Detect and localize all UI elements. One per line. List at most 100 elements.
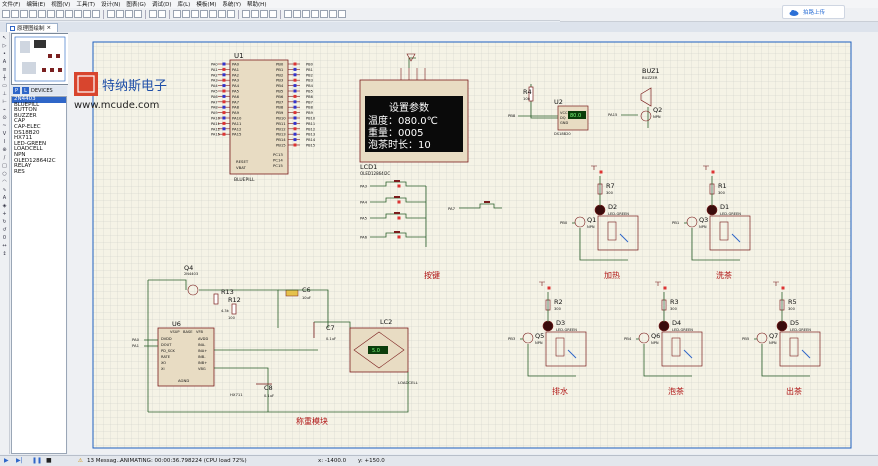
push-button[interactable] bbox=[394, 212, 400, 214]
redo-icon[interactable] bbox=[158, 10, 166, 18]
menu-item-1[interactable]: 编辑(E) bbox=[26, 2, 46, 8]
device-item[interactable]: OLED12864I2C bbox=[14, 157, 56, 164]
search-icon[interactable] bbox=[293, 10, 301, 18]
undo-icon[interactable] bbox=[149, 10, 157, 18]
generator-icon[interactable]: ~ bbox=[2, 122, 7, 129]
area-icon[interactable] bbox=[56, 10, 64, 18]
select-icon[interactable]: ↖ bbox=[2, 34, 7, 41]
device-item[interactable]: CAP-ELEC bbox=[14, 123, 41, 130]
relay-box[interactable] bbox=[779, 331, 821, 367]
led[interactable] bbox=[658, 320, 670, 332]
line-icon[interactable]: / bbox=[3, 154, 6, 161]
device-item[interactable]: BUTTON bbox=[14, 107, 37, 114]
zoom-area-icon[interactable] bbox=[134, 10, 142, 18]
pick-icon[interactable] bbox=[242, 10, 250, 18]
relay-transistor[interactable] bbox=[522, 332, 534, 344]
pin-icon[interactable]: ⊢ bbox=[2, 98, 7, 105]
menu-item-3[interactable]: 工具(T) bbox=[76, 2, 95, 8]
stop-icon[interactable]: ■ bbox=[46, 457, 52, 464]
zoom-out-icon[interactable] bbox=[116, 10, 124, 18]
symbol-icon[interactable]: ◈ bbox=[2, 202, 7, 209]
library-button[interactable]: L bbox=[22, 87, 29, 94]
import-icon[interactable] bbox=[29, 10, 37, 18]
new-icon[interactable] bbox=[2, 10, 10, 18]
copy-icon[interactable] bbox=[182, 10, 190, 18]
block-copy-icon[interactable] bbox=[200, 10, 208, 18]
device-item[interactable]: CAP bbox=[14, 118, 25, 125]
push-button[interactable] bbox=[394, 180, 400, 182]
play-icon[interactable]: ▶ bbox=[4, 457, 9, 464]
device-item[interactable]: HX711 bbox=[14, 135, 33, 142]
open-icon[interactable] bbox=[11, 10, 19, 18]
print-icon[interactable] bbox=[47, 10, 55, 18]
hx711-body[interactable] bbox=[157, 327, 215, 387]
rotate-cw-icon[interactable]: ↻ bbox=[2, 218, 7, 225]
q4-transistor[interactable] bbox=[187, 284, 199, 296]
step-icon[interactable]: ▶| bbox=[16, 457, 23, 464]
relay-transistor[interactable] bbox=[638, 332, 650, 344]
tape-icon[interactable]: ⊙ bbox=[2, 114, 7, 121]
save-icon[interactable] bbox=[20, 10, 28, 18]
block-rotate-icon[interactable] bbox=[218, 10, 226, 18]
angle-icon[interactable]: 0 bbox=[2, 234, 7, 241]
overview-window[interactable] bbox=[11, 33, 69, 85]
property-icon[interactable] bbox=[302, 10, 310, 18]
mirror-x-icon[interactable]: ↔ bbox=[2, 242, 7, 249]
relay-box[interactable] bbox=[597, 215, 639, 251]
text-icon[interactable]: ≡ bbox=[2, 66, 7, 73]
push-button[interactable] bbox=[394, 231, 400, 233]
push-button[interactable] bbox=[394, 196, 400, 198]
c6-capacitor[interactable] bbox=[285, 289, 299, 297]
menu-item-6[interactable]: 调试(D) bbox=[151, 2, 172, 8]
text-2d-icon[interactable]: A bbox=[2, 194, 7, 201]
r13-resistor[interactable] bbox=[213, 293, 219, 305]
instrument-icon[interactable]: ⊕ bbox=[2, 146, 7, 153]
q2-transistor[interactable] bbox=[640, 110, 652, 122]
wire-autoroute-icon[interactable] bbox=[284, 10, 292, 18]
junction-icon[interactable]: • bbox=[3, 50, 6, 57]
subcircuit-icon[interactable]: ▭ bbox=[2, 82, 7, 89]
buzzer-symbol[interactable] bbox=[640, 87, 652, 107]
new-sheet-icon[interactable] bbox=[311, 10, 319, 18]
tab-schematic[interactable]: 原理图绘制 × bbox=[6, 23, 58, 32]
led[interactable] bbox=[706, 204, 718, 216]
probe-v-icon[interactable]: V bbox=[2, 130, 7, 137]
cross-icon[interactable] bbox=[83, 10, 91, 18]
cloud-upload-button[interactable]: 拍路上传 bbox=[782, 5, 845, 19]
bom-icon[interactable] bbox=[329, 10, 337, 18]
circle-icon[interactable]: ○ bbox=[2, 170, 7, 177]
relay-transistor[interactable] bbox=[686, 216, 698, 228]
terminal-icon[interactable]: ⊥ bbox=[2, 90, 7, 97]
netlist-icon[interactable] bbox=[338, 10, 346, 18]
origin-icon[interactable] bbox=[74, 10, 82, 18]
relay-box[interactable] bbox=[545, 331, 587, 367]
menu-item-9[interactable]: 系统(Y) bbox=[222, 2, 242, 8]
push-button[interactable] bbox=[484, 201, 490, 203]
block-delete-icon[interactable] bbox=[227, 10, 235, 18]
led[interactable] bbox=[776, 320, 788, 332]
device-item[interactable]: 2N4403 bbox=[12, 96, 66, 103]
device-item[interactable]: RES bbox=[14, 168, 25, 175]
cut-icon[interactable] bbox=[173, 10, 181, 18]
rotate-ccw-icon[interactable]: ↺ bbox=[2, 226, 7, 233]
menu-item-10[interactable]: 帮助(H) bbox=[247, 2, 267, 8]
help-icon[interactable] bbox=[92, 10, 100, 18]
device-item[interactable]: NPN bbox=[14, 151, 26, 158]
zoom-in-icon[interactable] bbox=[107, 10, 115, 18]
menu-item-4[interactable]: 设计(N) bbox=[100, 2, 121, 8]
graph-icon[interactable]: ⌁ bbox=[2, 106, 6, 113]
path-icon[interactable]: ∿ bbox=[2, 186, 7, 193]
menu-item-7[interactable]: 库(L) bbox=[177, 2, 191, 8]
mcu-body[interactable] bbox=[229, 59, 289, 175]
component-icon[interactable]: ▷ bbox=[2, 42, 7, 49]
grid-icon[interactable] bbox=[65, 10, 73, 18]
close-icon[interactable]: × bbox=[46, 25, 52, 31]
menu-item-2[interactable]: 视图(V) bbox=[51, 2, 71, 8]
relay-box[interactable] bbox=[709, 215, 751, 251]
arc-icon[interactable]: ◠ bbox=[2, 178, 7, 185]
pause-icon[interactable]: ❚❚ bbox=[32, 457, 43, 464]
package-icon[interactable] bbox=[260, 10, 268, 18]
marker-icon[interactable]: + bbox=[2, 210, 7, 217]
bus-icon[interactable]: ┼ bbox=[2, 74, 6, 81]
